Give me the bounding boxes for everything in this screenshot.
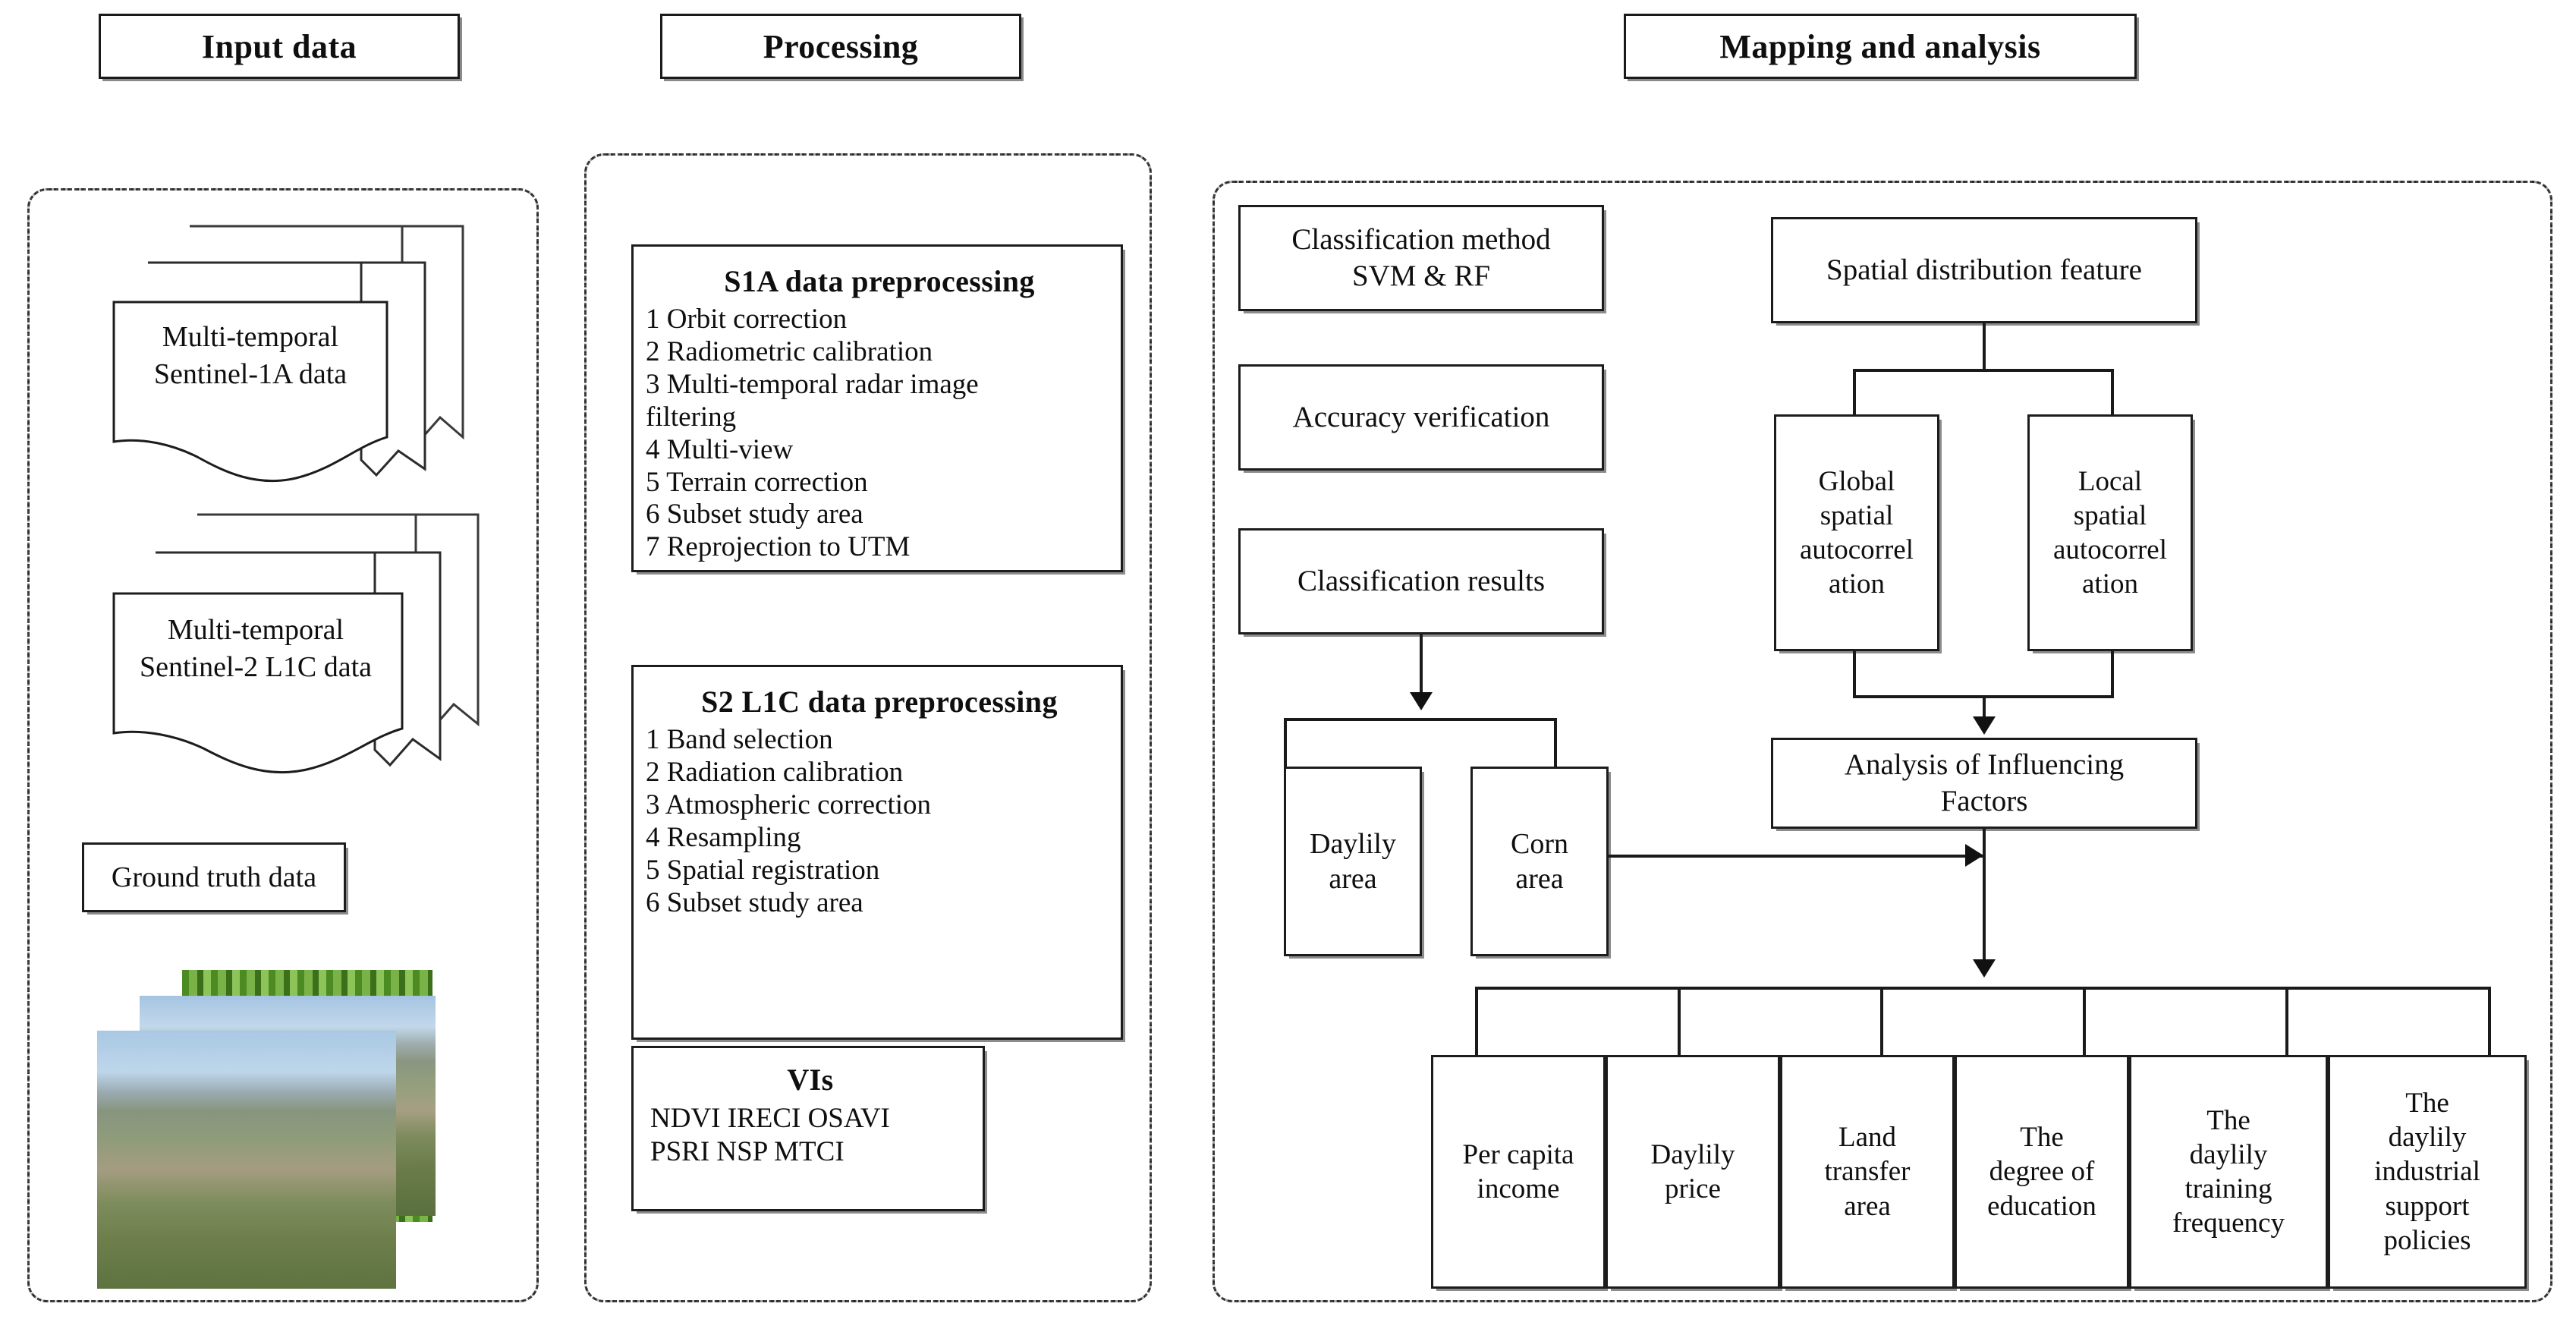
connector-sdf-down xyxy=(1983,323,1986,369)
vis-line-1: NDVI IRECI OSAVI xyxy=(650,1103,890,1134)
header-mapping-and-analysis-label: Mapping and analysis xyxy=(1719,27,2041,65)
connector-factor-drop-3 xyxy=(1880,987,1883,1056)
s1a-step: 1 Orbit correction xyxy=(646,304,848,335)
arrow-corn-to-analysis xyxy=(1965,844,1983,867)
box-accuracy-verification: Accuracy verification xyxy=(1238,364,1604,471)
s2-step: 4 Resampling xyxy=(646,821,801,853)
document-stack-sentinel1a: Multi-temporal Sentinel-1A data xyxy=(83,219,493,484)
connector-merge-to-analysis xyxy=(1983,695,1986,723)
box-classification-results: Classification results xyxy=(1238,528,1604,634)
accuracy-verification-label: Accuracy verification xyxy=(1292,401,1550,434)
s1a-step: 5 Terrain correction xyxy=(646,466,868,498)
s2-step: 1 Band selection xyxy=(646,724,833,755)
s1a-step-list: 1 Orbit correction 2 Radiometric calibra… xyxy=(646,304,1113,564)
s1a-step: 6 Subset study area xyxy=(646,499,863,531)
farmland-landscape-photo-front xyxy=(97,1031,396,1289)
s2-step-list: 1 Band selection 2 Radiation calibration… xyxy=(646,724,1113,919)
box-factor-daylily-price: Daylily price xyxy=(1606,1055,1780,1289)
s1a-step: 7 Reprojection to UTM xyxy=(646,531,911,563)
connector-global-down xyxy=(1853,651,1856,698)
connector-factor-bus xyxy=(1475,987,2490,990)
s2-title: S2 L1C data preprocessing xyxy=(701,685,1058,719)
box-vis: VIs NDVI IRECI OSAVI PSRI NSP MTCI xyxy=(631,1046,985,1211)
connector-sdf-bus xyxy=(1853,369,2114,372)
global-spatial-autocorrelation-label: Global spatial autocorrel ation xyxy=(1800,465,1914,600)
header-input-data: Input data xyxy=(99,14,460,79)
box-classification-method: Classification method SVM & RF xyxy=(1238,205,1604,311)
factor-label: Land transfer area xyxy=(1824,1122,1911,1222)
box-s1a-preprocessing: S1A data preprocessing 1 Orbit correctio… xyxy=(631,244,1123,572)
connector-corn-to-analysis xyxy=(1609,855,1983,858)
document-stack-sentinel1a-shape xyxy=(112,225,464,482)
s2-step: 5 Spatial registration xyxy=(646,854,880,886)
factor-label: Daylily price xyxy=(1650,1138,1735,1204)
arrow-analysis-to-factors xyxy=(1973,959,1996,978)
connector-sdf-to-global xyxy=(1853,369,1856,416)
box-factor-land-transfer-area: Land transfer area xyxy=(1780,1055,1955,1289)
connector-results-to-split xyxy=(1420,634,1423,697)
box-global-spatial-autocorrelation: Global spatial autocorrel ation xyxy=(1774,414,1939,651)
connector-split-to-corn xyxy=(1554,718,1557,768)
connector-split-bus xyxy=(1284,718,1557,721)
box-spatial-distribution-feature: Spatial distribution feature xyxy=(1771,217,2197,323)
header-processing-label: Processing xyxy=(763,27,919,65)
factor-label: Per capita income xyxy=(1462,1138,1574,1204)
s2-step: 3 Atmospheric correction xyxy=(646,789,932,820)
vis-title: VIs xyxy=(787,1063,834,1097)
vis-line-2: PSRI NSP MTCI xyxy=(650,1136,845,1168)
connector-local-down xyxy=(2111,651,2114,698)
s1a-step: 2 Radiometric calibration xyxy=(646,335,933,367)
document-stack-sentinel2-shape xyxy=(112,513,480,774)
box-analysis-of-influencing-factors: Analysis of Influencing Factors xyxy=(1771,738,2197,829)
box-daylily-area: Daylily area xyxy=(1284,767,1422,956)
s2-step: 2 Radiation calibration xyxy=(646,756,904,788)
box-ground-truth-data: Ground truth data xyxy=(82,842,346,912)
s1a-step: 4 Multi-view xyxy=(646,433,794,465)
spatial-distribution-feature-label: Spatial distribution feature xyxy=(1826,253,2142,287)
ground-truth-data-label: Ground truth data xyxy=(111,861,317,893)
connector-factor-drop-2 xyxy=(1678,987,1681,1056)
box-local-spatial-autocorrelation: Local spatial autocorrel ation xyxy=(2027,414,2193,651)
factor-label: The daylily training frequency xyxy=(2172,1104,2285,1239)
connector-factor-drop-6 xyxy=(2488,987,2491,1056)
panel-mapping-analysis xyxy=(1213,181,2552,1302)
box-factor-daylily-training-frequency: The daylily training frequency xyxy=(2129,1055,2328,1289)
s2-step: 6 Subset study area xyxy=(646,886,863,918)
arrow-results-to-split xyxy=(1410,692,1433,710)
box-factor-per-capita-income: Per capita income xyxy=(1431,1055,1606,1289)
box-corn-area: Corn area xyxy=(1470,767,1609,956)
box-factor-degree-of-education: The degree of education xyxy=(1955,1055,2129,1289)
analysis-of-influencing-factors-label: Analysis of Influencing Factors xyxy=(1844,748,2125,817)
s1a-step: 3 Multi-temporal radar image filtering xyxy=(646,368,979,433)
connector-factor-drop-4 xyxy=(2083,987,2086,1056)
connector-split-to-daylily xyxy=(1284,718,1287,768)
panel-processing xyxy=(584,153,1152,1302)
box-factor-daylily-industrial-support-policies: The daylily industrial support policies xyxy=(2328,1055,2527,1289)
s1a-title: S1A data preprocessing xyxy=(724,264,1035,298)
daylily-area-label: Daylily area xyxy=(1310,827,1396,895)
factor-label: The degree of education xyxy=(1987,1122,2096,1222)
classification-results-label: Classification results xyxy=(1297,565,1546,598)
local-spatial-autocorrelation-label: Local spatial autocorrel ation xyxy=(2053,465,2167,600)
header-input-data-label: Input data xyxy=(201,27,357,65)
arrow-merge-to-analysis xyxy=(1973,716,1996,735)
connector-sdf-to-local xyxy=(2111,369,2114,416)
connector-factor-drop-1 xyxy=(1475,987,1478,1056)
connector-analysis-down xyxy=(1983,829,1986,971)
header-mapping-and-analysis: Mapping and analysis xyxy=(1624,14,2137,79)
connector-factor-drop-5 xyxy=(2285,987,2288,1056)
classification-method-label: Classification method SVM & RF xyxy=(1291,223,1551,292)
panel-input-data xyxy=(27,188,539,1302)
box-s2-preprocessing: S2 L1C data preprocessing 1 Band selecti… xyxy=(631,665,1123,1040)
document-stack-sentinel2: Multi-temporal Sentinel-2 L1C data xyxy=(83,508,508,782)
corn-area-label: Corn area xyxy=(1511,827,1568,895)
factor-label: The daylily industrial support policies xyxy=(2374,1088,2480,1256)
header-processing: Processing xyxy=(660,14,1021,79)
